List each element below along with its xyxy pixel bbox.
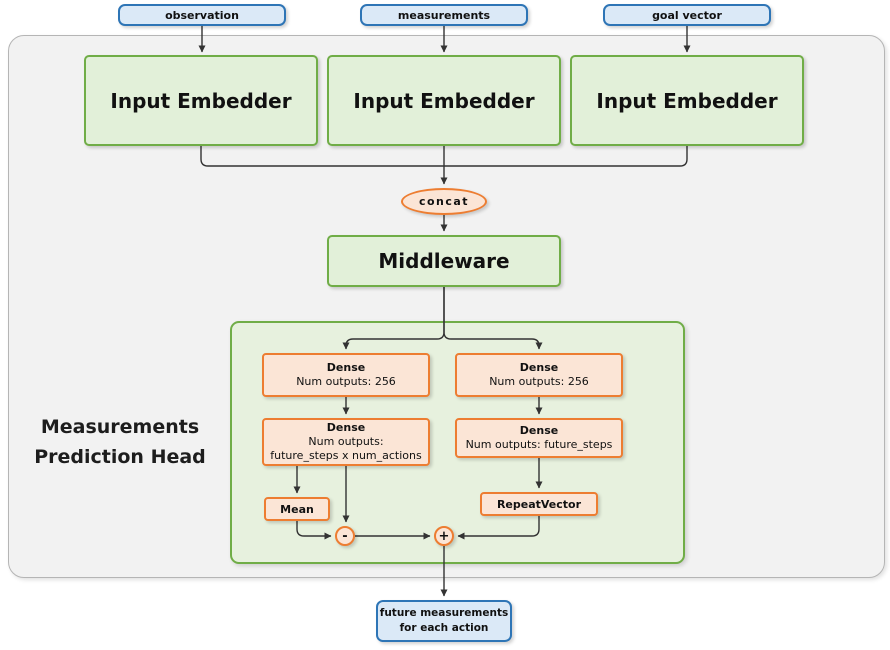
input-node-measurements: measurements <box>360 4 528 26</box>
head-title-line2: Prediction Head <box>34 446 206 468</box>
input-embedder-1: Input Embedder <box>84 55 318 146</box>
input-embedder-3: Input Embedder <box>570 55 804 146</box>
repeat-vector-node: RepeatVector <box>480 492 598 516</box>
dense-left-2-subtitle: Num outputs: <box>308 435 384 448</box>
dense-left-2-subtitle2: future_steps x num_actions <box>270 449 422 462</box>
output-line1: future measurements <box>379 607 509 619</box>
dense-left-1-title: Dense <box>326 361 366 374</box>
input-node-goal-vector: goal vector <box>603 4 771 26</box>
dense-left-2-title: Dense <box>326 421 366 434</box>
concat-node: concat <box>401 188 487 215</box>
plus-operator-node: + <box>434 526 454 546</box>
dense-right-2-title: Dense <box>519 424 559 437</box>
input-embedder-2: Input Embedder <box>327 55 561 146</box>
dense-right-2-subtitle: Num outputs: future_steps <box>465 438 613 451</box>
dense-left-1-subtitle: Num outputs: 256 <box>296 375 396 388</box>
dense-right-1-subtitle: Num outputs: 256 <box>489 375 589 388</box>
input-node-observation: observation <box>118 4 286 26</box>
head-title-line1: Measurements <box>40 416 200 438</box>
dense-right-1-title: Dense <box>519 361 559 374</box>
dense-left-2: Dense Num outputs: future_steps x num_ac… <box>262 418 430 466</box>
output-node-future-measurements: future measurements for each action <box>376 600 512 642</box>
minus-operator-node: - <box>335 526 355 546</box>
middleware-node: Middleware <box>327 235 561 287</box>
mean-node: Mean <box>264 497 330 521</box>
dense-right-1: Dense Num outputs: 256 <box>455 353 623 397</box>
dense-left-1: Dense Num outputs: 256 <box>262 353 430 397</box>
output-line2: for each action <box>399 622 489 634</box>
dense-right-2: Dense Num outputs: future_steps <box>455 418 623 458</box>
head-title: Measurements Prediction Head <box>24 412 216 472</box>
